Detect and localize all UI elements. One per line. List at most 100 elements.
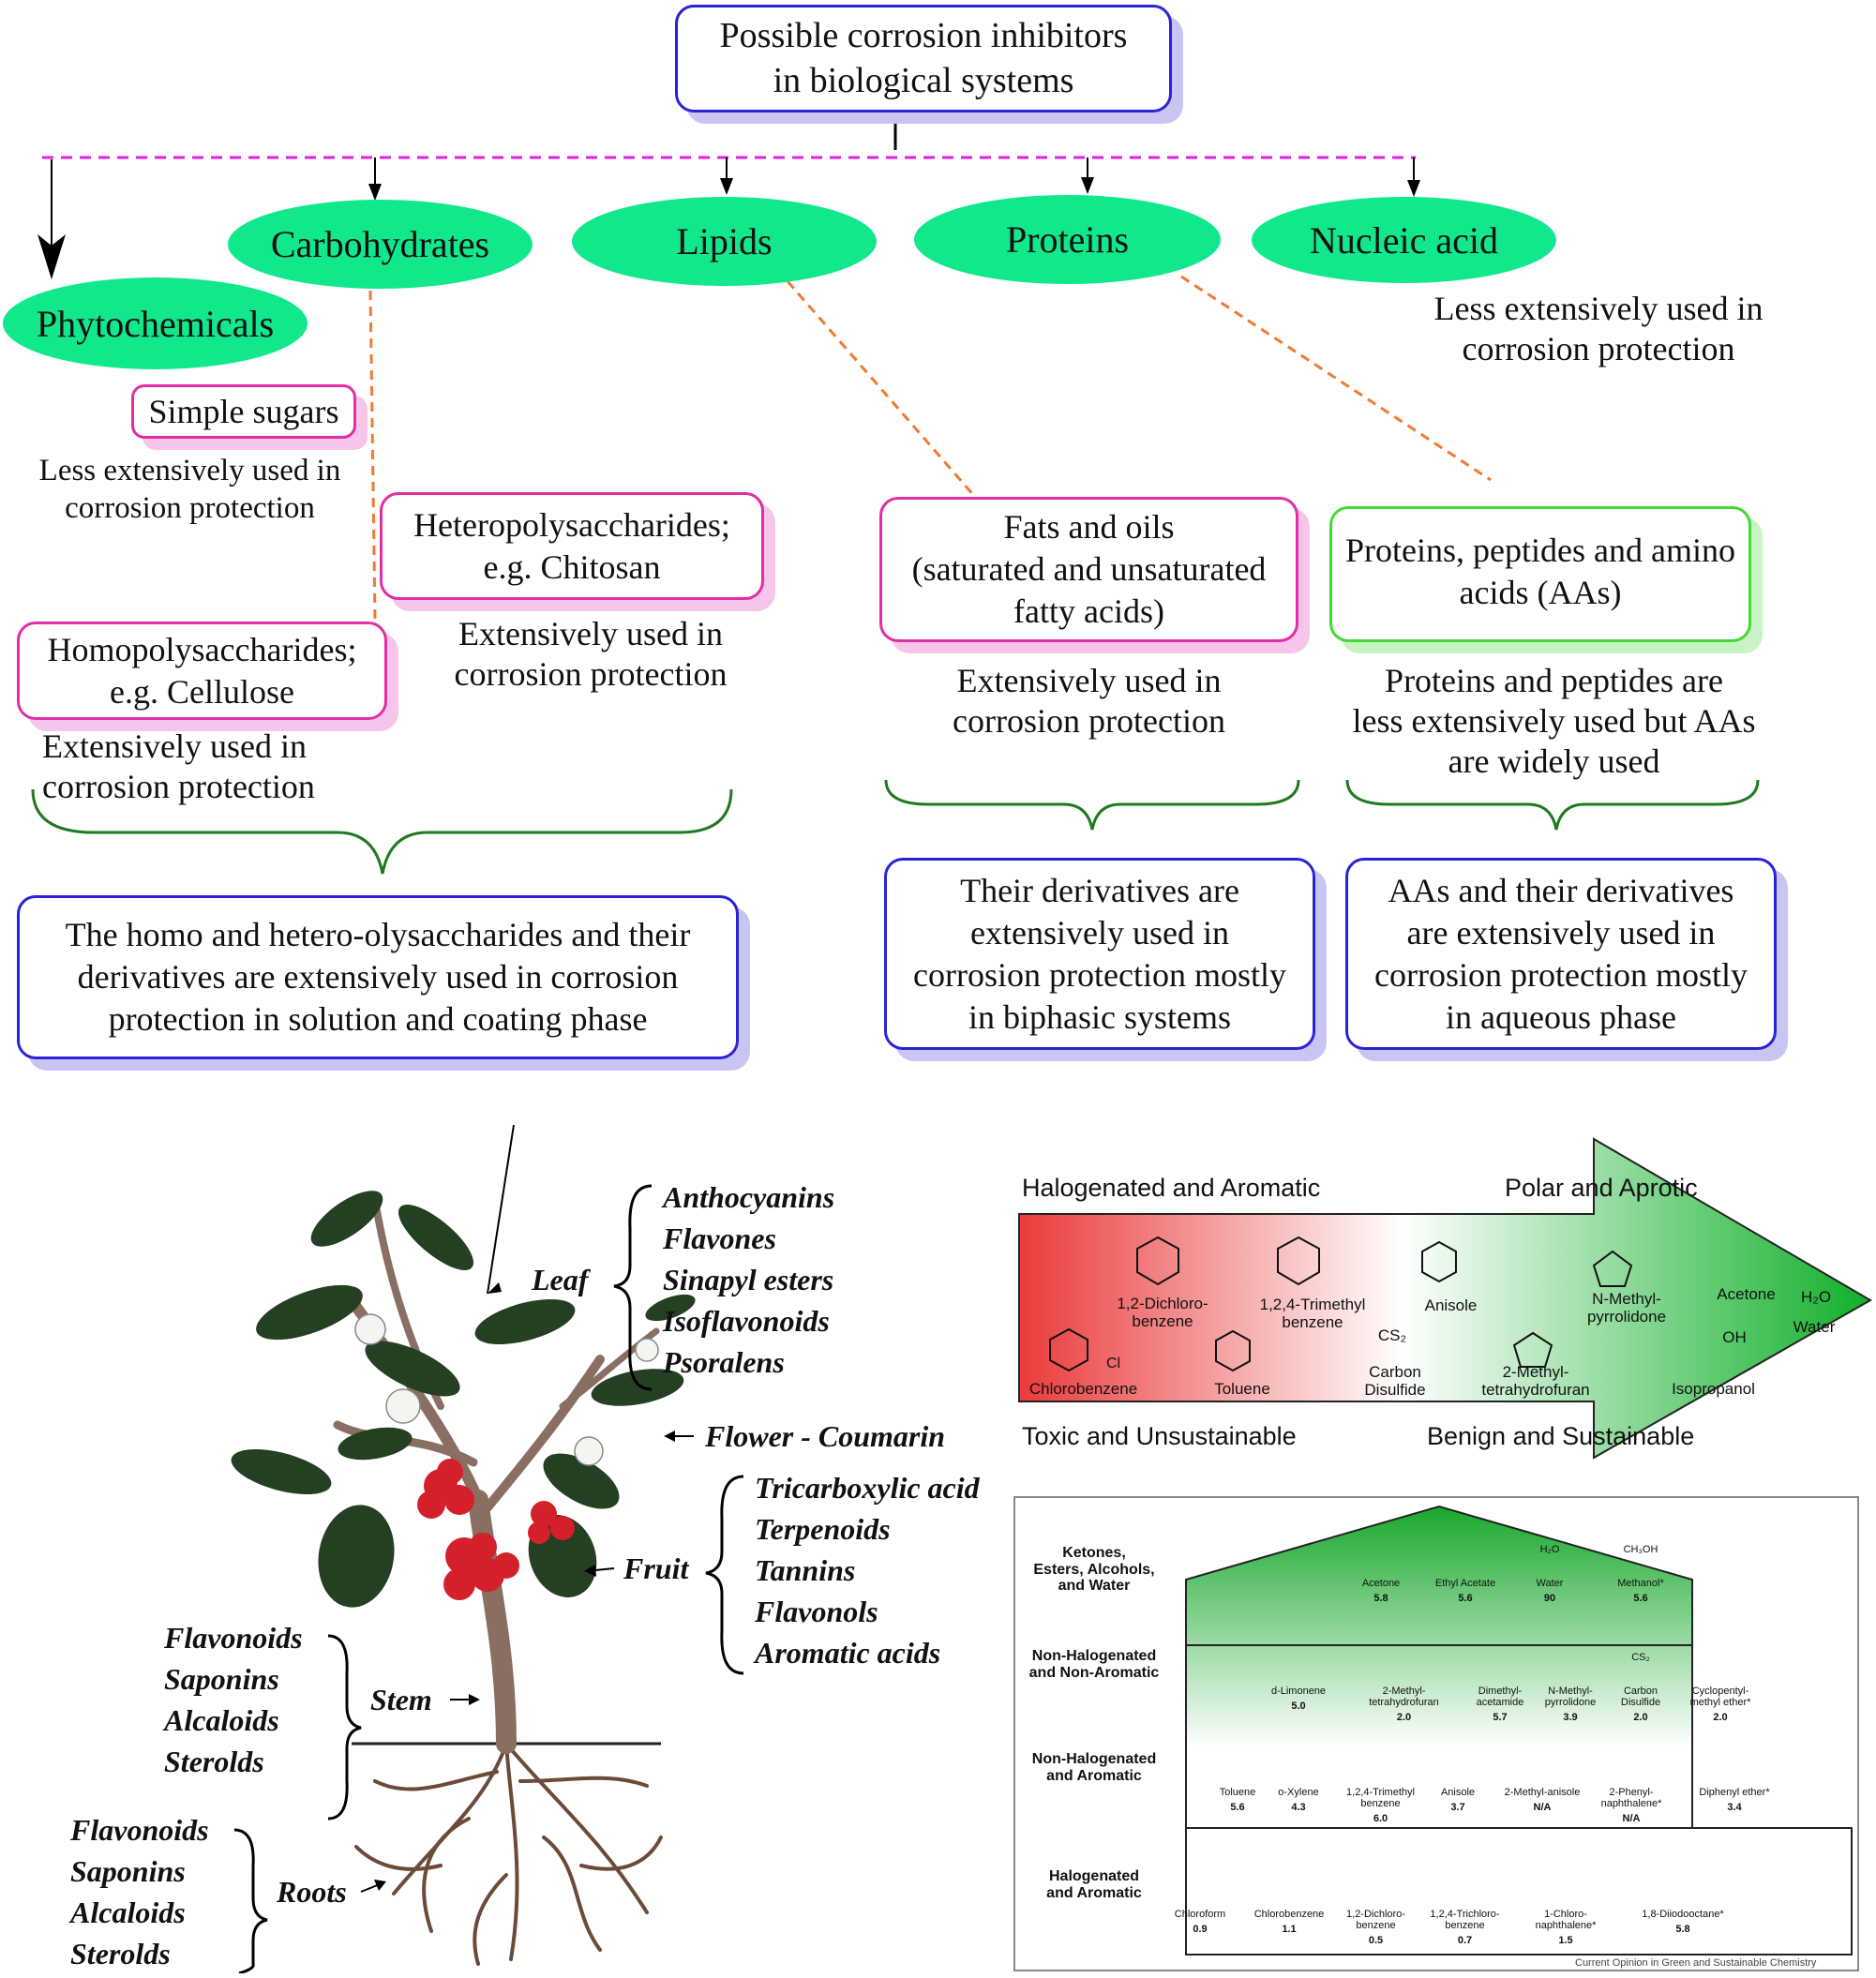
- fruit-compounds: Tricarboxylic acid Terpenoids Tannins Fl…: [755, 1467, 980, 1673]
- simple-sugars-label: Simple sugars: [148, 392, 339, 430]
- stem-compound-3: Alcaloids: [164, 1703, 279, 1737]
- arrow-mol-nmp: N-Methyl- pyrrolidone: [1575, 1290, 1678, 1326]
- solvent-name: Cyclopentyl-methyl ether*: [1689, 1686, 1751, 1709]
- fats-oils-node: Fats and oils (saturated and unsaturated…: [879, 497, 1310, 653]
- summary-proteins: AAs and their derivatives are extensivel…: [1345, 858, 1788, 1061]
- proteins-note-line-1: Proteins and peptides are: [1385, 662, 1723, 699]
- solvent-name: 1,2,4-Trimethyl benzene: [1346, 1787, 1415, 1810]
- solvent-cell: Cyclopentyl-methyl ether*2.0: [1678, 1686, 1763, 1723]
- solvent-cell: Diphenyl ether*3.4: [1688, 1787, 1781, 1813]
- leaf-compounds: Anthocyanins Flavones Sinapyl esters Iso…: [663, 1176, 834, 1383]
- solvent-value: 3.4: [1727, 1802, 1742, 1814]
- hetero-line-1: Heteropolysaccharides;: [413, 505, 730, 544]
- proteins-label: Proteins: [1005, 218, 1130, 261]
- halogenated-aromatic-label: Halogenated and Aromatic: [1022, 1174, 1321, 1202]
- solvent-cell: 1-Chloro-naphthalene*1.5: [1519, 1909, 1613, 1946]
- proteins-box-line-1: Proteins, peptides and amino: [1345, 532, 1735, 569]
- stem-compound-2: Saponins: [164, 1662, 279, 1696]
- summary-lipids-line-1: Their derivatives are: [960, 871, 1239, 909]
- solvent-value: 0.9: [1193, 1924, 1208, 1936]
- leaf-label: Leaf: [532, 1263, 589, 1296]
- plant-illustration: [231, 1191, 696, 1966]
- solvent-value: 6.0: [1373, 1813, 1388, 1825]
- arrow-mol-oh: OH: [1716, 1328, 1753, 1347]
- phytochemicals-label: Phytochemicals: [36, 302, 275, 345]
- solvent-cell: 1,2,4-Trimethyl benzene 6.0: [1336, 1787, 1425, 1824]
- table-row-title-line: and Non-Aromatic: [1028, 1664, 1160, 1681]
- table-row-title-line: and Aromatic: [1046, 1767, 1142, 1784]
- fats-line-3: fatty acids): [1013, 592, 1164, 630]
- plant-stem-label: Stem: [370, 1683, 432, 1717]
- solvent-value: 5.0: [1291, 1701, 1306, 1713]
- nucleic-acid-label: Nucleic acid: [1310, 218, 1498, 262]
- heteropolysaccharides-note: Extensively used in corrosion protection: [398, 614, 783, 695]
- plant-leaf-label: Leaf: [532, 1263, 588, 1297]
- plant-flower-label: Flower - Coumarin: [705, 1419, 945, 1454]
- solvent-formula: CH₃OH: [1623, 1544, 1658, 1555]
- polar-aprotic-label: Polar and Aprotic: [1505, 1174, 1698, 1202]
- leaf-compound-4: Isoflavonoids: [663, 1304, 830, 1338]
- proteins-note-line-2: less extensively used but AAs: [1352, 702, 1756, 741]
- table-row-title-line: Non-Halogenated: [1031, 1751, 1157, 1767]
- hetero-note-line-1: Extensively used in: [458, 615, 723, 652]
- node-phytochemicals: Phytochemicals: [3, 277, 308, 369]
- summary-proteins-line-4: in aqueous phase: [1446, 997, 1676, 1036]
- arrow-dcb-line-1: 1,2-Dichloro-: [1117, 1295, 1208, 1312]
- heteropolysaccharides-node: Heteropolysaccharides; e.g. Chitosan: [380, 492, 775, 611]
- plant-fruit-label: Fruit: [623, 1551, 688, 1586]
- root-node: Possible corrosion inhibitors in biologi…: [675, 5, 1183, 124]
- solvent-name: Water: [1536, 1578, 1564, 1590]
- stem-compounds: Flavonoids Saponins Alcaloids Sterolds: [164, 1617, 303, 1782]
- solvent-value: 0.7: [1457, 1935, 1473, 1947]
- summary-proteins-line-2: are extensively used in: [1406, 913, 1716, 952]
- solvent-cell: 2-Phenyl-naphthalene*N/A: [1584, 1787, 1678, 1824]
- summary-carbs-line-3: protection in solution and coating phase: [108, 1000, 648, 1038]
- fats-note-line-1: Extensively used in: [956, 662, 1222, 699]
- arrow-mol-cs2: Carbon Disulfide: [1348, 1363, 1442, 1399]
- table-footer: Current Opinion in Green and Sustainable…: [1575, 1957, 1816, 1969]
- arrow-cs2-formula: CS₂: [1377, 1326, 1407, 1344]
- solvent-value: 5.6: [1633, 1593, 1648, 1605]
- leaf-compound-5: Psoralens: [663, 1345, 785, 1379]
- arrow-mol-isopropanol: Isopropanol: [1659, 1380, 1767, 1399]
- plant-roots-label: Roots: [277, 1875, 347, 1910]
- arrow-tmb-line-1: 1,2,4-Trimethyl: [1259, 1296, 1366, 1313]
- arrow-top-left-label: Halogenated and Aromatic: [1022, 1174, 1320, 1203]
- arrow-tmb-line-2: benzene: [1282, 1312, 1343, 1331]
- solvent-name: Acetone: [1361, 1578, 1401, 1589]
- arrow-dcb-line-2: benzene: [1132, 1311, 1193, 1330]
- arrow-mol-anisole: Anisole: [1411, 1296, 1491, 1315]
- homo-note-line-1: Extensively used in: [42, 727, 307, 765]
- node-carbohydrates: Carbohydrates: [228, 200, 533, 289]
- root-compound-2: Saponins: [70, 1854, 186, 1888]
- simple-sugars-note-line-2: corrosion protection: [65, 490, 315, 525]
- table-row-title-line: and Water: [1058, 1578, 1131, 1595]
- fats-line-2: (saturated and unsaturated: [911, 550, 1267, 588]
- root-line-2: in biological systems: [773, 60, 1074, 100]
- arrow-water-label: Water: [1793, 1318, 1836, 1336]
- solvent-name: 2-Phenyl-naphthalene*: [1600, 1787, 1662, 1810]
- leaf-compound-3: Sinapyl esters: [663, 1263, 834, 1296]
- summary-lipids-line-4: in biphasic systems: [968, 997, 1231, 1036]
- solvent-formula: CS₂: [1631, 1652, 1650, 1663]
- fats-line-1: Fats and oils: [1003, 508, 1175, 546]
- node-lipids: Lipids: [572, 197, 877, 286]
- solvent-value: 5.8: [1675, 1924, 1690, 1936]
- table-footer-text: Current Opinion in Green and Sustainable…: [1575, 1957, 1817, 1969]
- arrow-mol-chlorobenzene: Chlorobenzene: [1020, 1380, 1147, 1399]
- solvent-value: 0.5: [1368, 1935, 1384, 1947]
- summary-carbs-line-2: derivatives are extensively used in corr…: [77, 958, 679, 996]
- solvent-formula: H₂O: [1539, 1544, 1560, 1555]
- arrow-nmp-line-1: N-Methyl-: [1592, 1290, 1661, 1308]
- summary-proteins-line-1: AAs and their derivatives: [1388, 871, 1734, 909]
